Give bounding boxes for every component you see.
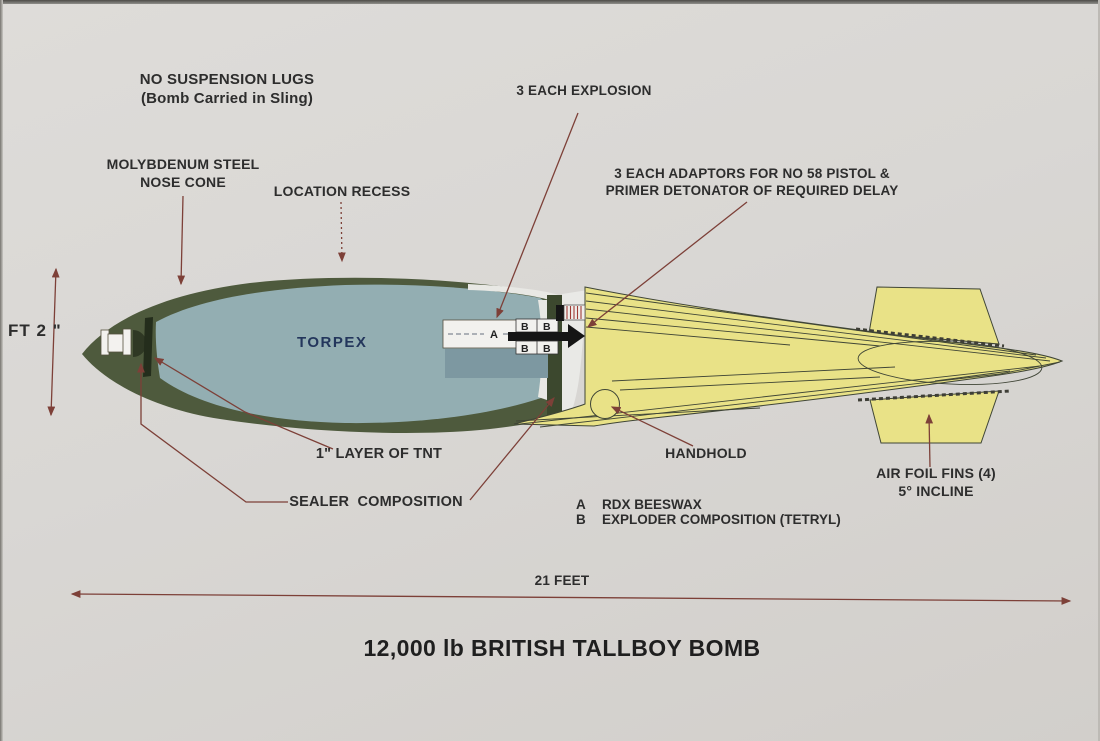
callout-location-recess: LOCATION RECESS — [273, 183, 411, 199]
callout-line: NOSE CONE — [140, 173, 226, 190]
exploder-arrowhead — [568, 324, 585, 348]
exploder-legend: A RDX BEESWAX B EXPLODER COMPOSITION (TE… — [576, 497, 841, 527]
torpex-filling — [155, 284, 546, 424]
pistol-nub — [556, 305, 564, 321]
callout-explosion: 3 EACH EXPLOSION — [516, 83, 652, 98]
dimension-diameter — [47, 267, 60, 417]
marker-b-label: B — [521, 321, 529, 333]
marker-b-label: B — [543, 321, 551, 333]
leader-nose-cone — [177, 195, 186, 286]
page-title: 12,000 lb BRITISH TALLBOY BOMB — [363, 635, 761, 661]
handhold-circle — [590, 389, 620, 419]
callout-line: NO SUSPENSION LUGS — [139, 71, 315, 88]
fin-root-serrations — [855, 327, 1011, 402]
nose-sealer-strip — [143, 317, 153, 377]
leader-location-recess — [337, 201, 346, 263]
callout-line: PRIMER DETONATOR OF REQUIRED DELAY — [605, 182, 899, 198]
callout-adaptors: 3 EACH ADAPTORS FOR NO 58 PISTOL & PRIME… — [606, 166, 899, 200]
location-recess-gap — [468, 284, 562, 304]
leader-airfoil-fins — [925, 413, 934, 468]
photo-edge-top — [0, 0, 1100, 4]
legend-text-a: RDX BEESWAX — [602, 497, 702, 512]
legend-key-b: B — [576, 512, 586, 527]
legend-key-a: A — [576, 497, 586, 512]
leader-explosion — [496, 112, 579, 319]
dimension-length — [70, 590, 1072, 605]
leader-sealer-right — [469, 396, 555, 501]
callout-airfoil-fins: AIR FOIL FINS (4) 5° INCLINE — [876, 465, 996, 500]
marker-b-label: B — [521, 343, 529, 355]
marker-b-label: B — [543, 343, 551, 355]
leader-adaptors — [586, 201, 748, 328]
torpex-label: TORPEX — [297, 334, 367, 351]
photo-edge-right — [1098, 0, 1100, 741]
photo-edge-left — [0, 0, 3, 741]
callout-line: 5° INCLINE — [898, 482, 974, 499]
exploder-black-bar — [508, 332, 568, 341]
callout-no-suspension-lugs: NO SUSPENSION LUGS (Bomb Carried in Slin… — [140, 71, 314, 109]
callout-tnt-layer: 1" LAYER OF TNT — [315, 446, 443, 462]
dimension-length-label: 21 FEET — [534, 573, 590, 588]
tail-cone — [513, 286, 1064, 427]
callout-molybdenum-nose-cone: MOLYBDENUM STEEL NOSE CONE — [107, 156, 260, 191]
marker-a-label: A — [490, 329, 498, 341]
callout-line: (Bomb Carried in Sling) — [140, 89, 314, 107]
nose-seat-semicircle — [133, 330, 147, 357]
leader-sealer-left — [137, 362, 288, 503]
callout-handhold: HANDHOLD — [665, 445, 747, 461]
leader-tnt — [153, 357, 334, 450]
tail-pipe-outline — [857, 341, 1043, 385]
leader-lines — [47, 112, 1072, 605]
nose-fuze-spool — [100, 328, 132, 356]
legend-row-a: A RDX BEESWAX — [576, 497, 841, 512]
adaptor-hatching — [566, 306, 582, 319]
callout-line: MOLYBDENUM STEEL — [106, 156, 260, 172]
legend-text-b: EXPLODER COMPOSITION (TETRYL) — [602, 512, 841, 527]
leader-handhold — [610, 406, 694, 447]
callout-sealer-composition: SEALER COMPOSITION — [289, 494, 463, 510]
dimension-diameter-label: FT 2 " — [8, 321, 62, 340]
callout-line: 3 EACH ADAPTORS FOR NO 58 PISTOL & — [614, 166, 890, 181]
tail-joint-gap — [562, 290, 588, 422]
legend-row-b: B EXPLODER COMPOSITION (TETRYL) — [576, 512, 841, 527]
callout-line: AIR FOIL FINS (4) — [876, 465, 996, 481]
